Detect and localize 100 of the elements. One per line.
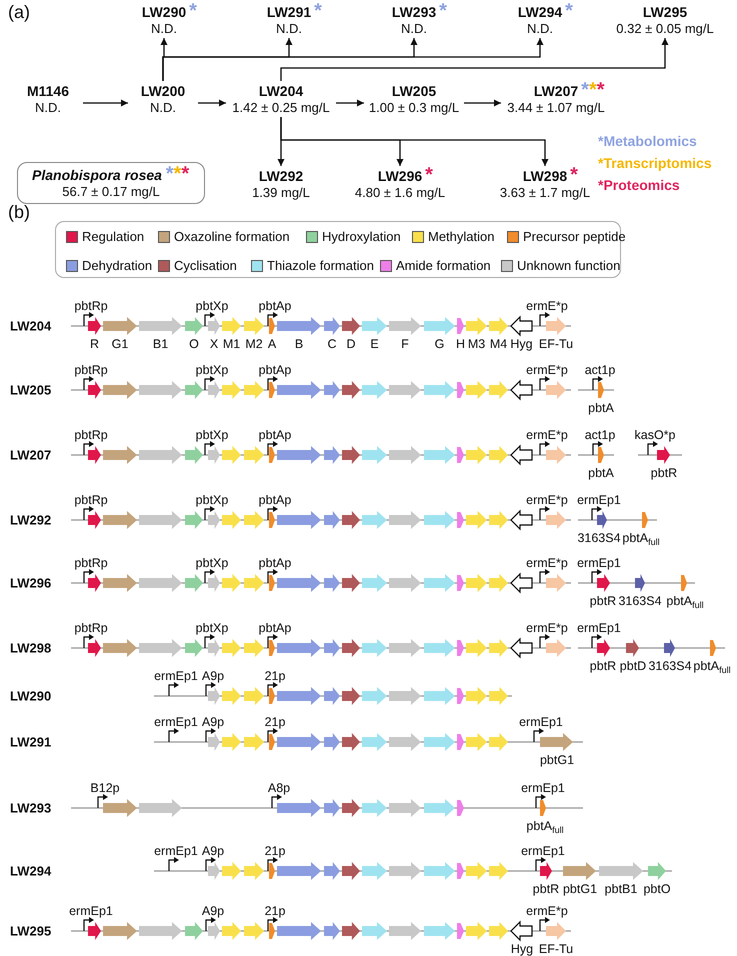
omics-asterisk: * [565,0,573,22]
omics-asterisk: * [425,164,433,186]
promoter-label: kasO*p [634,428,676,442]
promoter-label: pbtRp [74,493,108,507]
legend-label: Unknown function [517,258,620,273]
promoter-label: pbtRp [74,556,108,570]
gene-label: M2 [245,337,263,351]
promoter-label: ermEp1 [154,715,198,729]
gene-label: pbtO [643,882,671,896]
promoter-label: A9p [202,844,224,858]
strain-name: LW290 [10,688,52,704]
titer-value: 4.80 ± 1.6 mg/L [354,184,446,200]
legend-label: Dehydration [82,258,152,273]
promoter-label: pbtRp [74,299,108,313]
promoter-label: ermEp1 [519,715,563,729]
promoter-label: pbtXp [196,428,228,442]
promoter-label: act1p [584,363,616,377]
strain-name: LW291 [10,734,52,750]
titer-value: N.D. [401,20,427,36]
promoter-label: pbtRp [74,428,108,442]
promoter-label: ermEp1 [577,556,621,570]
promoter-label: A9p [202,715,224,729]
gene-label: X [210,337,218,351]
promoter-label: pbtRp [74,621,108,635]
promoter-label: A9p [202,904,224,918]
promoter-label: ermEp1 [577,621,621,635]
omics-asterisk: * [180,162,188,184]
legend-label: Regulation [82,229,144,244]
promoter-label: pbtXp [196,493,228,507]
promoter-label: ermE*p [526,493,568,507]
arrow [280,38,668,81]
gene-label: pbtR [590,594,616,608]
strain-name: LW294 [10,864,52,878]
omics-asterisk: * [588,78,597,100]
gene-label: M1 [222,337,240,351]
promoter-label: act1p [584,428,616,442]
omics-asterisk: * [172,162,181,184]
legend-label: Oxazoline formation [174,229,290,244]
promoter-label: pbtRp [74,363,108,377]
gene-label: O [189,337,199,351]
gene-label: Hyg [510,942,534,956]
legend-label: Methylation [428,229,494,244]
strain-name: LW298 [10,640,52,656]
gene-label: H [456,337,466,351]
strain-name: LW204 [258,82,304,100]
strain-name: LW205 [10,382,52,398]
gene-label: B1 [152,337,168,351]
promoter-label: pbtAp [258,363,292,377]
titer-value: 56.7 ± 0.17 mg/L [62,184,160,200]
gene-label: pbtA$_{full}$ [526,819,564,833]
titer-value: 1.00 ± 0.3 mg/L [368,100,460,116]
promoter-label: 21p [264,904,286,918]
legend-label: Hydroxylation [322,229,401,244]
gene-label: F [401,337,409,351]
promoter-label: pbtXp [196,556,228,570]
promoter-label: 21p [264,844,286,858]
gene-label: 3163S4 [618,594,662,608]
gene-label: G [434,337,444,351]
gene-label: pbtG1 [540,753,574,767]
titer-value: 3.63 ± 1.7 mg/L [500,184,590,200]
strain-name: LW200 [140,82,186,100]
promoter-label: A8p [268,781,290,795]
promoter-label: pbtAp [258,556,292,570]
strain-name: LW295 [642,4,688,20]
gene-label: 3163S4 [648,659,692,673]
legend-label: Thiazole formation [267,258,374,273]
organism-box [17,162,205,204]
promoter-label: pbtAp [258,493,292,507]
gene-label: pbtR [650,466,678,480]
omics-asterisk: * [164,162,173,184]
promoter-label: ermEp1 [69,904,113,918]
arrow [280,117,548,166]
omics-asterisk: * [314,0,322,22]
omics-asterisk: * [581,78,589,100]
promoter-label: pbtXp [196,299,228,313]
arrow [83,100,128,106]
titer-value: N.D. [35,100,61,116]
arrow [336,100,364,106]
strain-name: LW205 [392,82,436,100]
promoter-label: ermE*p [526,904,568,918]
promoter-label: pbtAp [258,299,292,313]
gene-label: R [90,337,100,351]
legend-label: *Transcriptomics [598,155,712,172]
strain-name: LW293 [10,800,52,816]
arrow [464,100,501,106]
promoter-label: ermE*p [526,621,568,635]
arrow [198,100,226,106]
promoter-label: A9p [202,669,224,683]
arrow [162,38,544,81]
promoter-label: ermEp1 [577,493,621,507]
gene-label: E [370,337,379,351]
gene-label: pbtB1 [604,882,638,896]
omics-asterisk: * [596,78,605,100]
gene-label: 3163S4 [577,531,621,545]
gene-label: M3 [468,337,486,351]
gene-label: EF-Tu [538,337,574,351]
promoter-label: B12p [90,781,120,795]
gene-label: pbtR [590,659,616,673]
promoter-label: ermEp1 [521,781,565,795]
strain-name: LW292 [10,512,52,528]
